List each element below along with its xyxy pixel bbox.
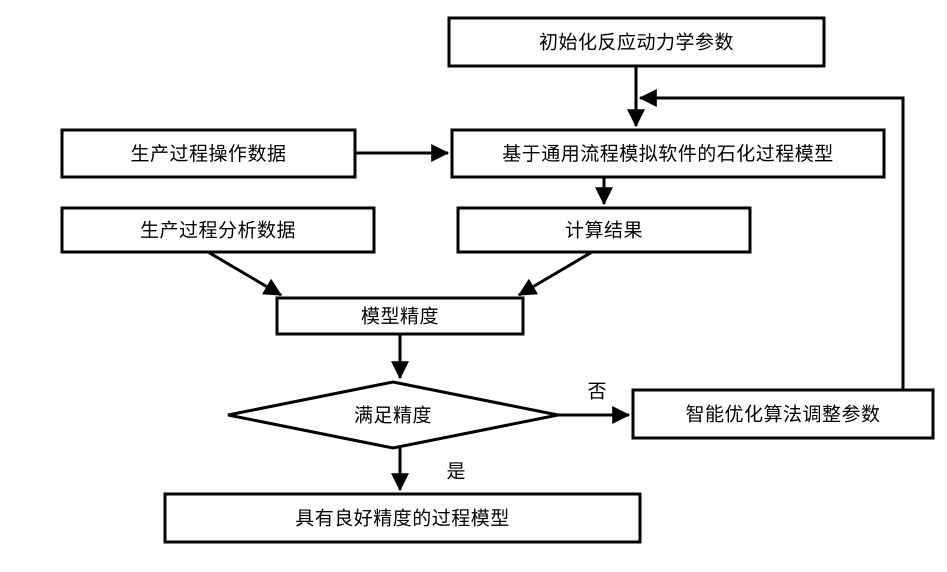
edge-labels-layer: 否是 — [446, 381, 606, 483]
node-analysis-data[interactable]: 生产过程分析数据 — [60, 206, 376, 254]
edge-label-edge-check-to-final: 是 — [446, 461, 465, 483]
node-shape-rect-optimize-params — [631, 388, 935, 440]
node-operation-data[interactable]: 生产过程操作数据 — [60, 128, 357, 179]
node-shape-rect-calc-result — [456, 206, 752, 254]
edge-optimize-params-to-process-model — [638, 89, 905, 390]
edge-calc-result-to-model-accuracy — [517, 250, 593, 297]
node-accuracy-check[interactable]: 满足精度 — [227, 380, 559, 450]
edge-analysis-data-to-model-accuracy — [207, 250, 283, 297]
node-label-init-params: 初始化反应动力学参数 — [539, 32, 734, 54]
node-label-calc-result: 计算结果 — [565, 220, 643, 242]
node-calc-result[interactable]: 计算结果 — [456, 206, 752, 254]
node-shape-rect-process-model — [450, 128, 886, 179]
node-label-final-model: 具有良好精度的过程模型 — [295, 508, 510, 530]
node-label-analysis-data: 生产过程分析数据 — [140, 220, 296, 242]
node-label-process-model: 基于通用流程模拟软件的石化过程模型 — [502, 143, 834, 165]
edge-label-edge-check-to-optimize: 否 — [587, 381, 606, 403]
node-process-model[interactable]: 基于通用流程模拟软件的石化过程模型 — [450, 128, 886, 179]
node-shape-rect-operation-data — [60, 128, 357, 179]
node-label-accuracy-check: 满足精度 — [354, 405, 432, 427]
node-label-model-accuracy: 模型精度 — [361, 306, 439, 328]
node-optimize-params[interactable]: 智能优化算法调整参数 — [631, 388, 935, 440]
node-label-operation-data: 生产过程操作数据 — [130, 143, 286, 165]
node-shape-rect-analysis-data — [60, 206, 376, 254]
node-final-model[interactable]: 具有良好精度的过程模型 — [163, 492, 642, 544]
node-shape-rect-init-params — [447, 16, 826, 68]
node-label-optimize-params: 智能优化算法调整参数 — [685, 404, 880, 426]
node-shape-diamond-accuracy-check — [227, 380, 559, 450]
node-model-accuracy[interactable]: 模型精度 — [275, 296, 525, 336]
node-init-params[interactable]: 初始化反应动力学参数 — [447, 16, 826, 68]
edges-layer — [207, 66, 905, 492]
node-shape-rect-final-model — [163, 492, 642, 544]
node-shape-rect-model-accuracy — [275, 296, 525, 336]
